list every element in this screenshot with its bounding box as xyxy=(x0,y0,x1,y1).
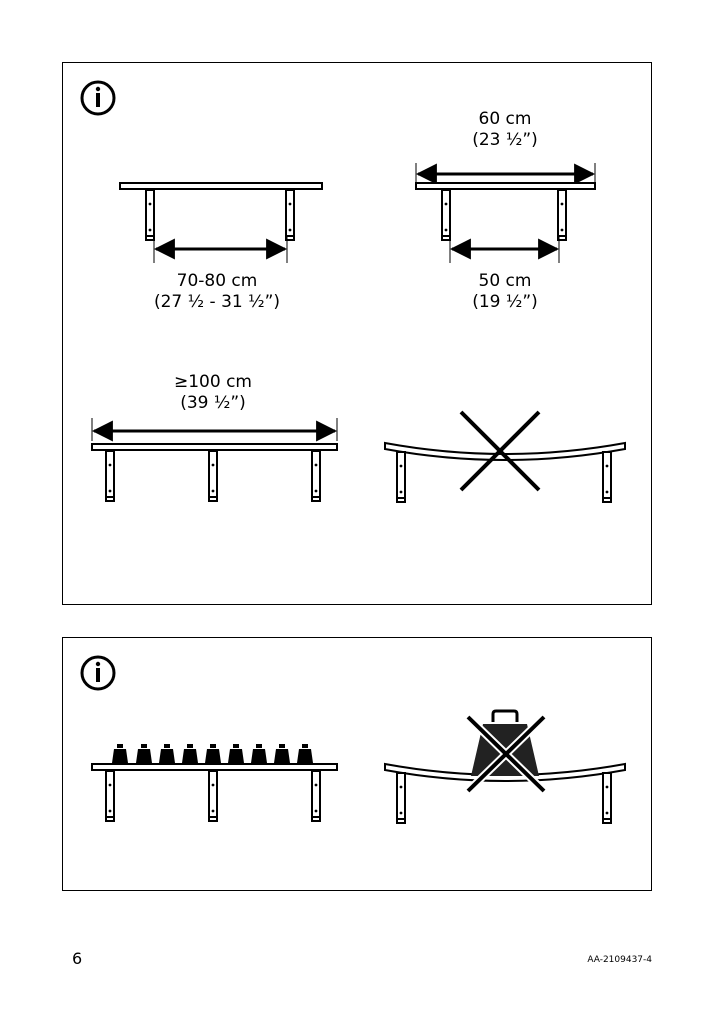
info-panel-shelf-load xyxy=(62,637,652,891)
dimension-label-50: 50 cm (19 ½”) xyxy=(472,271,538,313)
document-code: AA-2109437-4 xyxy=(587,955,652,965)
shelf-load-illustrations xyxy=(80,655,626,824)
dimension-label-60: 60 cm (23 ½”) xyxy=(472,109,538,151)
dimension-imperial: (19 ½”) xyxy=(472,292,538,312)
info-panel-shelf-spacing: 70-80 cm (27 ½ - 31 ½”) 60 cm (23 ½”) 50… xyxy=(62,62,652,605)
info-icon xyxy=(80,80,116,116)
info-icon xyxy=(80,655,116,691)
dimension-imperial: (27 ½ - 31 ½”) xyxy=(153,292,281,312)
shelf-width-100 xyxy=(91,418,338,502)
sagging-shelf-not-allowed xyxy=(384,410,626,503)
cross-icon xyxy=(465,714,547,794)
shelf-evenly-loaded xyxy=(91,744,338,822)
jar-icon xyxy=(112,744,313,763)
shelf-spacing-70-80 xyxy=(119,182,323,263)
cross-icon xyxy=(459,410,541,492)
heavy-point-load-not-allowed xyxy=(384,709,626,824)
dimension-metric: 60 cm xyxy=(478,109,532,129)
dimension-metric: 70-80 cm xyxy=(176,271,258,291)
dimension-metric: 50 cm xyxy=(478,271,532,291)
dimension-label-70-80: 70-80 cm (27 ½ - 31 ½”) xyxy=(154,271,280,313)
shelf-width-60 xyxy=(415,163,596,263)
shelf-spacing-illustrations xyxy=(80,80,626,503)
dimension-label-100: ≥100 cm (39 ½”) xyxy=(174,372,252,414)
dimension-imperial: (23 ½”) xyxy=(472,130,538,150)
weight-icon xyxy=(471,709,539,776)
dimension-imperial: (39 ½”) xyxy=(180,393,246,413)
page-number: 6 xyxy=(72,949,83,968)
dimension-metric: ≥100 cm xyxy=(173,372,253,392)
